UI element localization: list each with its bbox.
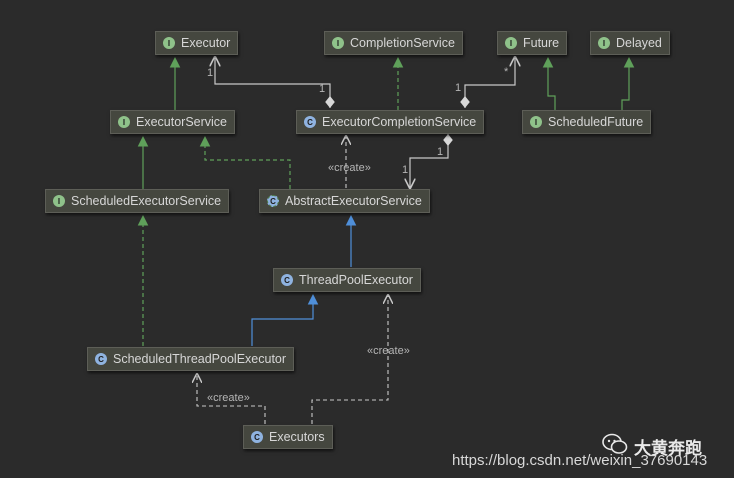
edge-ecs-executor bbox=[215, 57, 330, 108]
edge-ecs-future bbox=[465, 57, 515, 108]
interface-icon: I bbox=[598, 37, 610, 49]
node-completion-service[interactable]: I CompletionService bbox=[324, 31, 463, 55]
node-label: AbstractExecutorService bbox=[285, 194, 422, 208]
node-label: ScheduledExecutorService bbox=[71, 194, 222, 208]
multiplicity-ecs-aes-bottom: 1 bbox=[402, 164, 409, 176]
class-icon: C bbox=[281, 274, 293, 286]
create-label-executors-tpe: «create» bbox=[367, 345, 410, 357]
edge-stpe-tpe bbox=[251, 293, 319, 346]
node-executor[interactable]: I Executor bbox=[155, 31, 239, 55]
edge-executors-stpe-create bbox=[197, 374, 266, 424]
node-thread-pool-executor[interactable]: C ThreadPoolExecutor bbox=[273, 268, 421, 292]
node-label: CompletionService bbox=[350, 36, 455, 50]
wechat-icon bbox=[602, 433, 628, 454]
create-label-aes-ecs: «create» bbox=[328, 162, 371, 174]
node-abstract-executor-service[interactable]: C AbstractExecutorService bbox=[259, 189, 430, 213]
watermark-url: https://blog.csdn.net/weixin_37690143 bbox=[452, 452, 708, 469]
class-icon: C bbox=[251, 431, 263, 443]
edge-aes-executorservice bbox=[199, 135, 291, 189]
multiplicity-executor: 1 bbox=[207, 67, 214, 79]
interface-icon: I bbox=[505, 37, 517, 49]
interface-icon: I bbox=[118, 116, 130, 128]
node-scheduled-future[interactable]: I ScheduledFuture bbox=[522, 110, 652, 134]
node-label: Delayed bbox=[616, 36, 662, 50]
node-executor-completion-service[interactable]: C ExecutorCompletionService bbox=[296, 110, 485, 134]
abstract-class-icon: C bbox=[267, 195, 279, 207]
edge-executors-tpe-create bbox=[311, 295, 388, 424]
multiplicity-ecs-future: 1 bbox=[455, 82, 462, 94]
interface-icon: I bbox=[53, 195, 65, 207]
node-delayed[interactable]: I Delayed bbox=[590, 31, 670, 55]
node-label: ExecutorCompletionService bbox=[322, 115, 477, 129]
class-icon: C bbox=[304, 116, 316, 128]
node-label: ThreadPoolExecutor bbox=[299, 273, 413, 287]
node-label: ScheduledThreadPoolExecutor bbox=[113, 352, 287, 366]
interface-icon: I bbox=[163, 37, 175, 49]
edge-scheduledfuture-future bbox=[542, 56, 556, 110]
class-icon: C bbox=[95, 353, 107, 365]
multiplicity-future: * bbox=[504, 66, 509, 78]
node-label: ScheduledFuture bbox=[548, 115, 644, 129]
node-label: ExecutorService bbox=[136, 115, 228, 129]
interface-icon: I bbox=[332, 37, 344, 49]
watermark-brand: 大黄奔跑 bbox=[634, 439, 702, 459]
node-scheduled-thread-pool-executor[interactable]: C ScheduledThreadPoolExecutor bbox=[87, 347, 295, 371]
multiplicity-ecs-executor: 1 bbox=[319, 83, 326, 95]
node-future[interactable]: I Future bbox=[497, 31, 568, 55]
multiplicity-ecs-aes-top: 1 bbox=[437, 146, 444, 158]
create-label-executors-stpe: «create» bbox=[207, 392, 250, 404]
node-label: Future bbox=[523, 36, 560, 50]
node-label: Executors bbox=[269, 430, 325, 444]
interface-icon: I bbox=[530, 116, 542, 128]
node-executor-service[interactable]: I ExecutorService bbox=[110, 110, 236, 134]
node-executors[interactable]: C Executors bbox=[243, 425, 333, 449]
node-scheduled-executor-service[interactable]: I ScheduledExecutorService bbox=[45, 189, 230, 213]
edge-ecs-aes bbox=[410, 134, 448, 188]
edge-scheduledfuture-delayed bbox=[621, 56, 635, 110]
node-label: Executor bbox=[181, 36, 231, 50]
